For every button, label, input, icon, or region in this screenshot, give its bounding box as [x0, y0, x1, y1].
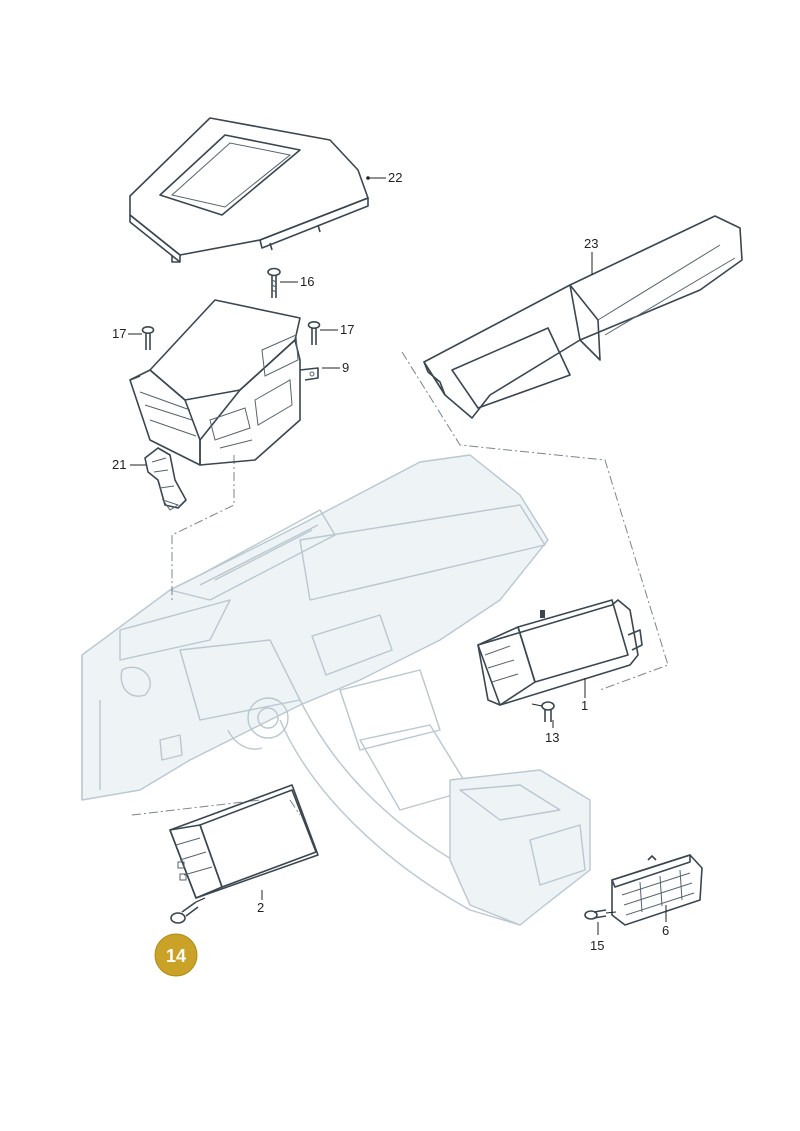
callout-17-right: 17: [320, 322, 354, 337]
callout-22-label: 22: [388, 170, 402, 185]
part-17-screw-right: [307, 320, 321, 345]
highlight-badge[interactable]: [154, 933, 198, 977]
part-13-bolt: [531, 701, 555, 722]
callout-1: 1: [581, 678, 588, 713]
callout-1-label: 1: [581, 698, 588, 713]
callout-23-label: 23: [584, 236, 598, 251]
callout-17-left-label: 17: [112, 326, 126, 341]
callout-13-label: 13: [545, 730, 559, 745]
assembly-lines: [131, 351, 669, 816]
callout-22: 22: [366, 170, 402, 185]
callout-16: 16: [280, 274, 314, 289]
callout-21: 21: [112, 457, 146, 472]
part-6-control-panel: [611, 854, 703, 926]
part-21-bracket: [144, 447, 187, 511]
callout-6: 6: [662, 905, 669, 938]
callout-17-right-label: 17: [340, 322, 354, 337]
callout-15: 15: [590, 922, 604, 953]
callout-2-label: 2: [257, 900, 264, 915]
dashboard-background: [81, 454, 591, 926]
part-2-display: [169, 784, 319, 899]
part-23-trim-strip: [423, 215, 743, 419]
callout-9: 9: [322, 360, 349, 375]
highlight-badge-label: 14: [166, 946, 186, 966]
callout-2: 2: [257, 890, 264, 915]
part-16-bolt: [267, 267, 281, 298]
part-1-display: [477, 599, 643, 706]
part-14-screw: [170, 897, 206, 924]
callout-9-label: 9: [342, 360, 349, 375]
part-22-console-trim: [129, 117, 369, 263]
callout-6-label: 6: [662, 923, 669, 938]
part-9-bracket: [129, 299, 319, 466]
part-17-screw-left: [141, 325, 155, 350]
highlight-callout-14[interactable]: 14: [154, 933, 198, 977]
callout-15-label: 15: [590, 938, 604, 953]
callout-23: 23: [584, 236, 598, 275]
callout-17-left: 17: [112, 326, 142, 341]
part-15-screw: [584, 909, 617, 920]
callout-16-label: 16: [300, 274, 314, 289]
callout-21-label: 21: [112, 457, 126, 472]
callout-13: 13: [545, 720, 559, 745]
